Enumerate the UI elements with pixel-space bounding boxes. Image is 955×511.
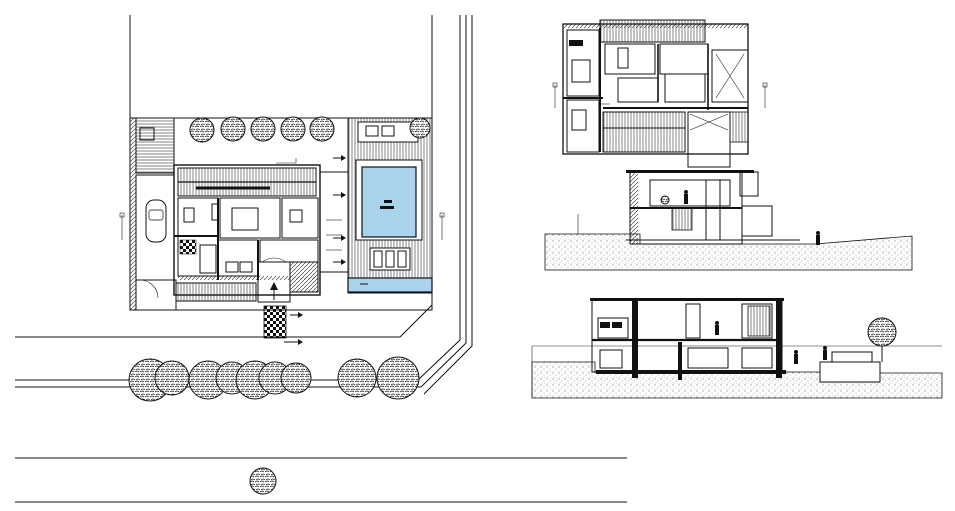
pergola xyxy=(177,167,317,197)
tree-icon xyxy=(280,362,312,394)
pool xyxy=(355,159,423,241)
section-arrow-icon xyxy=(276,155,368,345)
tree-icon xyxy=(337,358,377,398)
human-figure-icon xyxy=(684,190,820,245)
tree-icon xyxy=(250,116,276,142)
tree-legend xyxy=(15,457,627,503)
tree-icon xyxy=(376,356,420,400)
tree-icon xyxy=(409,117,431,139)
tree-icon xyxy=(189,117,215,143)
tree-icon xyxy=(309,116,335,142)
human-figure-icon xyxy=(715,321,827,364)
upper-floor-plan xyxy=(552,19,768,168)
section-a xyxy=(544,170,913,271)
tree-icon xyxy=(867,317,897,347)
tree-icon xyxy=(280,116,306,142)
tree-icon xyxy=(220,116,246,142)
site-plan xyxy=(15,15,473,402)
north-arrow-icon xyxy=(270,282,278,290)
tree-icon xyxy=(154,360,190,396)
street-trees xyxy=(128,356,420,402)
tree-row-top xyxy=(189,116,335,143)
section-b xyxy=(531,298,943,399)
car-icon xyxy=(145,199,167,243)
tree-icon xyxy=(249,467,277,495)
